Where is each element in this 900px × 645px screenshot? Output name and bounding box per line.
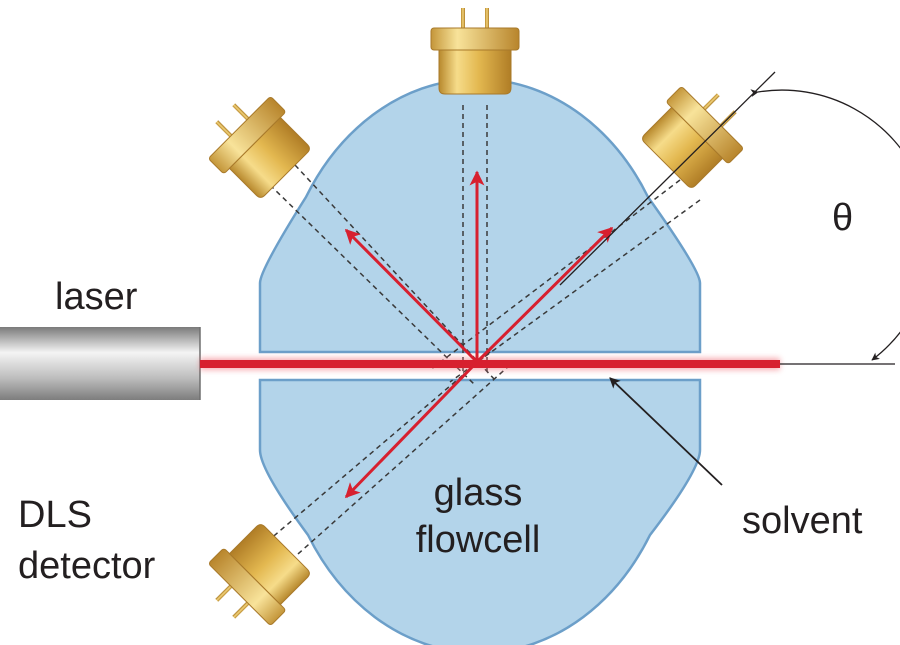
dls-label: DLS (18, 494, 92, 536)
detector-sight-lines (254, 105, 701, 571)
detector-upper-right (634, 71, 759, 196)
beam-down-left (344, 360, 479, 499)
flowcell-label: flowcell (416, 519, 541, 561)
beam-up-left (344, 228, 479, 364)
scattered-beams (344, 170, 614, 499)
beam-up-right (475, 226, 614, 364)
detector-top (430, 7, 520, 95)
glass-label: glass (434, 472, 523, 514)
detector-upper-left (193, 81, 318, 206)
angle-indicator (559, 71, 900, 365)
laser-source (0, 327, 201, 400)
laser-label: laser (55, 276, 138, 318)
solvent-pointer (609, 377, 723, 486)
glass-flowcell (258, 77, 702, 645)
detector-label: detector (18, 545, 156, 587)
detector-lower-left (193, 516, 318, 641)
solvent-label: solvent (742, 500, 863, 542)
laser-beam (200, 358, 780, 370)
theta-label: θ (832, 197, 853, 239)
